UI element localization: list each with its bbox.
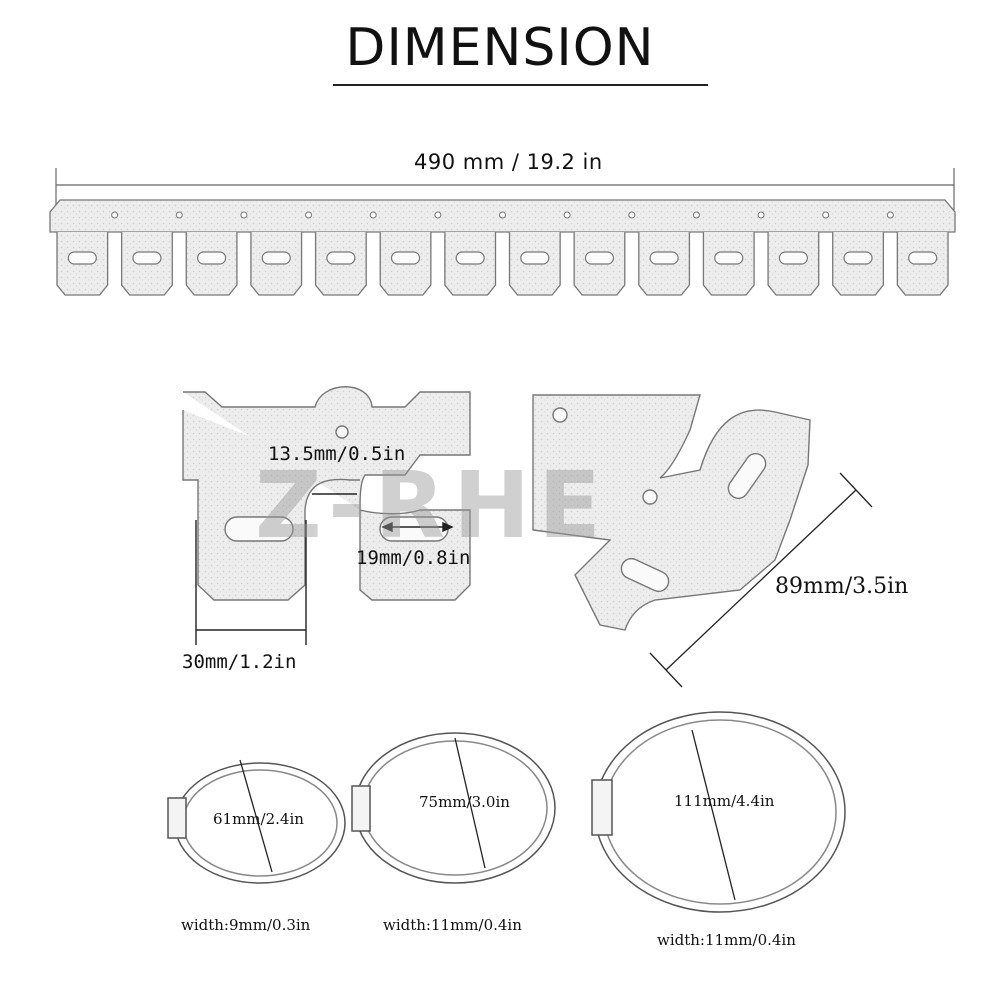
slot-gap-label: 13.5mm/0.5in <box>268 443 406 465</box>
bar-hole <box>305 211 313 219</box>
bar-hole <box>499 211 506 219</box>
bar-slot <box>261 251 291 265</box>
hose-clamp-medium <box>351 732 556 884</box>
bar-slot <box>390 251 421 265</box>
bar-slot <box>520 251 550 265</box>
clamp-small-width: width:9mm/0.3in <box>181 916 311 934</box>
bar-hole <box>240 211 248 219</box>
slot-width-label: 19mm/0.8in <box>356 547 471 569</box>
bar-slot <box>197 251 227 265</box>
bar-length-label: 490 mm / 19.2 in <box>414 150 603 174</box>
bar-hole <box>111 211 119 219</box>
clamp-medium-diameter: 75mm/3.0in <box>419 793 510 811</box>
page-title: DIMENSION <box>345 18 655 78</box>
bar-hole <box>692 211 700 219</box>
hose-clamp-large <box>591 711 846 913</box>
clamp-small-diameter: 61mm/2.4in <box>213 810 304 828</box>
bar-hole <box>563 211 571 219</box>
clamp-large-diameter: 111mm/4.4in <box>674 792 775 810</box>
tab-width-label: 30mm/1.2in <box>182 651 297 673</box>
bar-hole <box>175 211 183 219</box>
bar-hole <box>822 211 830 219</box>
bar-slot <box>843 251 873 265</box>
clamp-medium-width: width:11mm/0.4in <box>383 916 522 934</box>
bar-slot <box>67 251 97 265</box>
bar-hole <box>369 211 377 219</box>
bar-slot <box>649 251 679 265</box>
height-label: 89mm/3.5in <box>775 574 909 599</box>
bar-hole <box>886 211 894 219</box>
bar-slot <box>714 251 744 265</box>
title-underline <box>333 84 708 86</box>
hose-clamp-small <box>167 759 346 884</box>
heat-shield-bar <box>49 199 956 296</box>
bar-slot <box>584 251 615 265</box>
tab-detail-front <box>182 386 471 601</box>
clamp-large-width: width:11mm/0.4in <box>657 931 796 949</box>
bar-slot <box>778 251 808 265</box>
bar-hole <box>757 211 765 219</box>
bar-slot <box>132 251 162 265</box>
bar-slot <box>326 251 356 265</box>
bar-hole <box>628 211 636 219</box>
bar-slot <box>455 251 485 265</box>
watermark: Z-RHE <box>255 452 609 559</box>
height-dimension-line <box>649 472 873 688</box>
bar-hole <box>434 211 442 219</box>
tab-detail-angled <box>532 394 811 631</box>
tab-detail-dimensions <box>195 493 454 645</box>
bar-slot <box>908 251 938 265</box>
